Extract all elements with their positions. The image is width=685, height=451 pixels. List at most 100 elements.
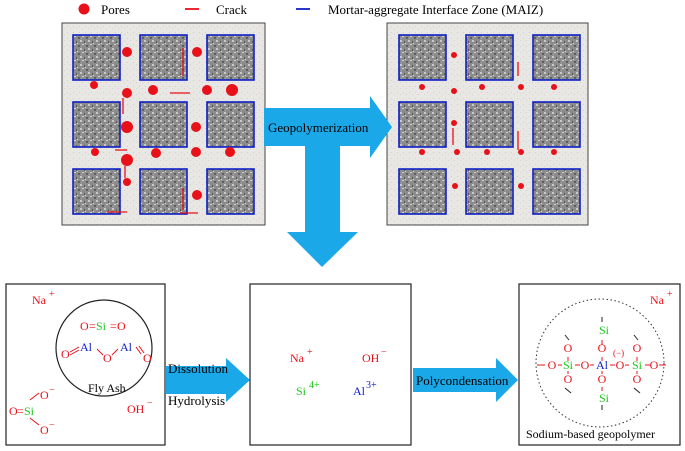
na-ion-2-charge: + (307, 347, 313, 358)
pore-legend-icon (78, 3, 90, 15)
si-ion: Si (296, 384, 307, 398)
o-atom-d: O (103, 351, 112, 365)
aggregate-block (398, 168, 447, 215)
pores-before (90, 47, 238, 200)
hydrolysis-label: Hydrolysis (168, 393, 225, 408)
pore (91, 148, 99, 156)
polycondensation-label: Polycondensation (416, 373, 509, 388)
na-ion-3: Na (650, 293, 665, 307)
eq-c: = (17, 404, 24, 418)
aggregate-block (398, 101, 447, 148)
dissolution-arrow: Dissolution Hydrolysis (166, 358, 250, 408)
cracks-after (452, 62, 519, 150)
pore (121, 154, 133, 166)
o-atom: O (616, 358, 625, 372)
na-ion-2: Na (290, 351, 305, 365)
down-arrow (287, 142, 358, 267)
geopolymer-caption: Sodium-based geopolymer (526, 427, 655, 441)
bond-stub (564, 387, 572, 394)
o-atom: O (633, 341, 642, 355)
pore (451, 120, 457, 126)
aggregate-block (465, 101, 514, 148)
pore (90, 81, 98, 89)
si-atom: Si (632, 358, 643, 372)
aggregate-block (532, 101, 581, 148)
legend: Pores Crack Mortar-aggregate Interface Z… (78, 2, 543, 17)
geopolymerization-arrow: Geopolymerization (264, 96, 392, 158)
pore (191, 122, 201, 132)
si-atom-a: Si (96, 319, 107, 333)
pore (518, 149, 524, 155)
si-atom-b: Si (24, 404, 35, 418)
aggregate-block (139, 101, 188, 148)
cracks-before (107, 48, 198, 214)
aggregate-grid-before (72, 34, 255, 215)
o-atom-e: O (143, 351, 152, 365)
o-minus-bottom: O (40, 423, 49, 437)
bond-stub (633, 334, 639, 341)
pore (451, 52, 457, 58)
al-ion: Al (353, 384, 366, 398)
aggregate-block (139, 34, 188, 81)
o-minus-top: O (40, 388, 49, 402)
pore (122, 47, 132, 57)
pore (452, 183, 458, 189)
fly-ash-particle (55, 299, 153, 397)
pore (148, 85, 158, 95)
pore (451, 88, 457, 94)
o-atom-b: O (117, 319, 126, 333)
bond-stub (564, 334, 570, 341)
al-atom-b: Al (120, 340, 133, 354)
geopolymer-boundary (535, 298, 665, 428)
oh-ion-1: OH (127, 402, 145, 416)
pore (192, 190, 202, 200)
aggregate-block (72, 101, 121, 148)
pore (192, 47, 202, 57)
na-ion-1-charge: + (49, 289, 55, 300)
pore (479, 84, 485, 90)
mortar-panel-before (61, 22, 266, 226)
eq-a: = (89, 319, 96, 333)
o-atom-c: O (61, 347, 70, 361)
aggregate-block (398, 34, 447, 81)
al-atom: Al (596, 358, 609, 372)
legend-pores-label: Pores (101, 2, 130, 17)
oh-ion-2-charge: − (381, 347, 387, 358)
legend-crack-label: Crack (216, 2, 248, 17)
aggregate-block (532, 168, 581, 215)
polycondensation-arrow: Polycondensation (413, 358, 518, 402)
o-atom: O (633, 372, 642, 386)
geopolymerization-label: Geopolymerization (268, 120, 369, 135)
aggregate-grid-after (398, 34, 581, 215)
pore (202, 85, 212, 95)
pore (225, 147, 235, 157)
oh-ion-1-charge: − (147, 398, 153, 409)
aggregate-block (465, 34, 514, 81)
aggregate-block (139, 168, 188, 215)
pore (551, 84, 557, 90)
pores-after (419, 52, 557, 189)
o-atom: O (650, 358, 659, 372)
al-charge: (−) (613, 348, 624, 358)
pore (518, 183, 524, 189)
pore (518, 84, 524, 90)
aggregate-block (206, 101, 255, 148)
pore (151, 148, 161, 158)
al-ion-charge: 3+ (366, 380, 377, 391)
o-atom: O (564, 372, 573, 386)
si-atom: Si (599, 391, 610, 405)
fly-ash-label: Fly Ash (88, 381, 126, 395)
si-atom: Si (599, 323, 610, 337)
mortar-panel-after (386, 22, 589, 226)
na-ion-3-charge: + (667, 289, 673, 300)
fly-ash-panel: Na + O = Si = O O Al O Al O Fly Ash O − … (5, 283, 166, 446)
pore (454, 149, 460, 155)
aggregate-block (465, 168, 514, 215)
aggregate-block (532, 34, 581, 81)
si-atom: Si (563, 358, 574, 372)
pore (123, 178, 131, 186)
aggregate-block (206, 168, 255, 215)
